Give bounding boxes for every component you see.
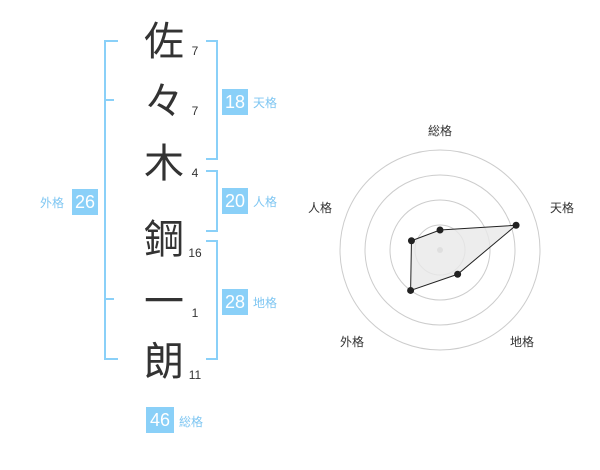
kanji-char-1: 佐 [144,19,184,65]
chikaku-bracket [206,240,218,360]
chikaku-label: 地格 [253,296,278,310]
kanji-char-5: 一 [144,279,184,325]
stroke-count-1: 7 [191,44,199,58]
radar-axis-label-gaikaku: 外格 [340,335,365,349]
stroke-count-4: 16 [188,246,202,260]
gaikaku-bracket [104,40,118,360]
soukaku-label: 総格 [179,415,204,429]
radar-axis-label-tenkaku: 天格 [550,201,575,215]
radar-axis-label-soukaku: 総格 [428,124,453,138]
radar-ring-4 [339,149,541,351]
kanji-char-4: 鋼 [144,217,184,263]
radar-polygon [410,224,518,292]
stroke-count-5: 1 [191,306,199,320]
radar-point-4 [407,286,415,294]
radar-point-2 [512,221,520,229]
soukaku-value-badge: 46 [146,407,174,433]
radar-polygon-group [410,224,518,292]
stroke-count-3: 4 [191,166,199,180]
radar-chart [339,149,541,351]
radar-ring-3 [364,174,516,326]
radar-axis-label-chikaku: 地格 [510,335,535,349]
gaikaku-label: 外格 [40,196,65,210]
stroke-count-6: 11 [188,368,202,382]
stroke-count-2: 7 [191,104,199,118]
gaikaku-value-badge: 26 [72,189,98,215]
radar-points [407,221,520,294]
radar-axis-label-jinkaku: 人格 [308,201,333,215]
tenkaku-bracket [206,40,218,160]
chikaku-value-badge: 28 [222,289,248,315]
kanji-char-2: 々 [144,79,184,125]
gaikaku-bracket-tick-upper [104,99,114,101]
tenkaku-label: 天格 [253,96,278,110]
kanji-char-3: 木 [144,141,184,187]
radar-point-1 [436,226,444,234]
radar-point-3 [454,270,462,278]
kanji-char-6: 朗 [144,339,184,385]
jinkaku-value-badge: 20 [222,188,248,214]
jinkaku-label: 人格 [253,195,278,209]
jinkaku-bracket [206,170,218,232]
gaikaku-bracket-tick-lower [104,298,114,300]
tenkaku-value-badge: 18 [222,89,248,115]
radar-ring-2 [389,199,491,301]
radar-point-5 [407,237,415,245]
